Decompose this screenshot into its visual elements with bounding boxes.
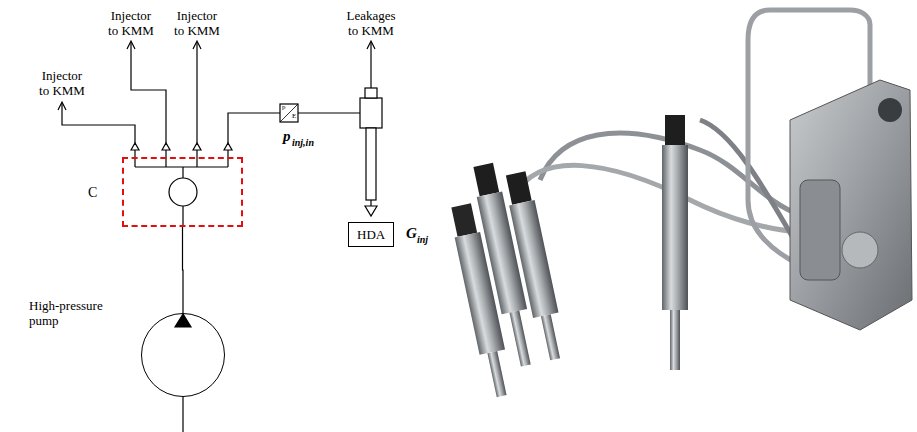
arrowhead: [58, 41, 375, 110]
sensor-letter: E: [292, 112, 296, 121]
injector-photo-illustration: [441, 10, 912, 399]
hydraulic-lines: [58, 41, 382, 432]
outlet-label: Injector to KMM: [171, 8, 223, 38]
measurement-box: HDA: [348, 222, 394, 247]
signal-subscript: inj: [417, 234, 428, 246]
pipe-connector: [182, 227, 184, 313]
pump-direction: [175, 314, 191, 327]
leakage-label: Leakages to KMM: [341, 8, 401, 38]
injector-body: [360, 98, 382, 128]
sensor-letter: p: [282, 103, 286, 112]
injector-nozzle: [366, 128, 376, 200]
pump-label: High-pressure pump: [29, 298, 124, 328]
signal-symbol: p: [283, 128, 291, 145]
pump-symbol: High-pressure pump: [141, 313, 225, 397]
device-label: HDA: [357, 226, 385, 243]
signal-subscript: inj,in: [292, 137, 314, 149]
component-group: C: [122, 157, 243, 227]
check-valve: [131, 143, 232, 150]
outlet-label: Injector to KMM: [105, 8, 157, 38]
signal-symbol: G: [406, 225, 417, 242]
spray-arrow: [365, 206, 377, 216]
pressure-sensor: [280, 104, 298, 122]
group-letter: C: [88, 185, 97, 200]
rail-symbol: [169, 178, 197, 206]
outlet-label: Injector to KMM: [36, 68, 88, 98]
